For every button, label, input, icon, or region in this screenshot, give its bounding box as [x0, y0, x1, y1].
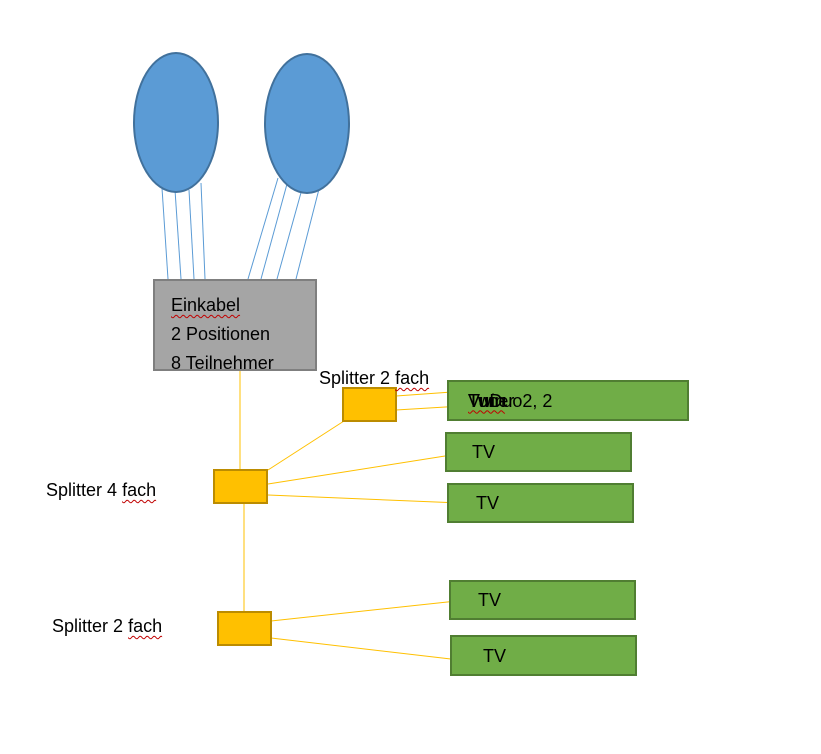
feed-line — [188, 189, 195, 280]
satellite-dish-2 — [264, 53, 350, 194]
splitter-bottom-word: Splitter — [52, 616, 109, 636]
receiver-box: VuDuo2, 2 Twin Tuner — [447, 380, 689, 421]
tv-box-2: TV — [447, 483, 634, 523]
splitter-middle-unit: fach — [122, 480, 157, 500]
lnb-line-3: 8 Teilnehmer — [171, 353, 274, 373]
splitter-middle-label: Splitter 4 fach — [46, 481, 156, 499]
splitter-top — [342, 387, 397, 422]
tv-label-2: TV — [476, 493, 500, 513]
tv-label-1: TV — [472, 442, 496, 462]
feed-line — [247, 177, 279, 280]
receiver-twin: Twin — [468, 390, 506, 411]
coax-line — [267, 420, 345, 471]
lnb-line-2: 2 Positionen — [171, 324, 271, 344]
lnb-line-1: Einkabel — [171, 295, 241, 315]
splitter-middle-word: Splitter — [46, 480, 103, 500]
tv-label-3: TV — [478, 590, 502, 610]
feed-line — [200, 182, 206, 280]
coax-line — [270, 637, 469, 662]
splitter-bottom-count: 2 — [113, 616, 124, 636]
splitter-middle — [213, 469, 268, 504]
splitter-top-unit: fach — [395, 368, 430, 388]
tv-box-1: TV — [445, 432, 632, 472]
feed-line — [161, 187, 169, 280]
splitter-top-label: Splitter 2 fach — [319, 369, 429, 387]
splitter-top-word: Splitter — [319, 368, 376, 388]
tv-label-4: TV — [483, 645, 507, 666]
coax-line — [270, 599, 467, 622]
feed-line — [260, 183, 288, 280]
coax-line — [267, 494, 461, 504]
receiver-suffix: Tuner — [468, 390, 515, 411]
splitter-bottom-unit: fach — [128, 616, 163, 636]
unicable-lnb-box: Einkabel 2 Positionen 8 Teilnehmer — [153, 279, 317, 373]
feed-line — [276, 188, 303, 280]
tv-box-3: TV — [449, 580, 636, 620]
feed-line — [295, 188, 320, 280]
splitter-bottom — [217, 611, 272, 646]
feed-line — [174, 189, 182, 280]
satellite-dish-1 — [133, 52, 219, 193]
receiver-prefix: VuDuo2, 2 — [468, 390, 553, 411]
tv-box-4: TV — [450, 635, 637, 676]
splitter-top-count: 2 — [380, 368, 391, 388]
splitter-middle-count: 4 — [107, 480, 118, 500]
coax-line — [267, 452, 465, 485]
splitter-bottom-label: Splitter 2 fach — [52, 617, 162, 635]
